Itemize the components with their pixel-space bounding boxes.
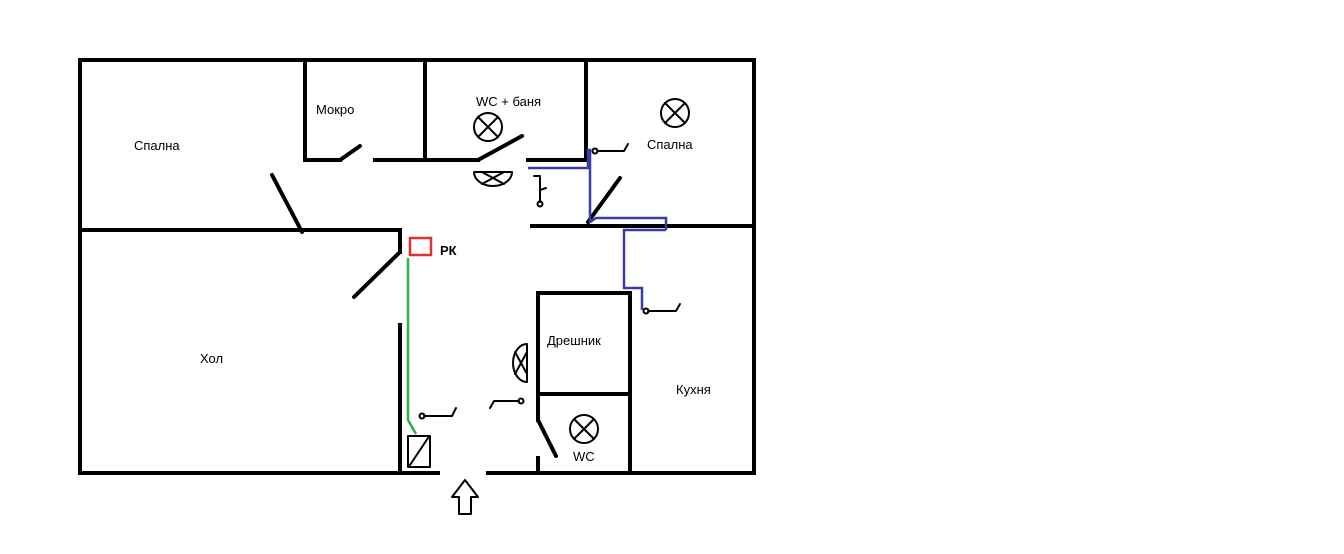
ceiling-light-icon [569,414,599,444]
green-cable-panel [406,258,418,435]
light-switch-icon [418,407,457,420]
entrance-arrow-icon [451,479,479,515]
room-label-dreshnik: Дрешник [547,333,601,348]
light-switch-icon [642,303,681,315]
door-spalna-right [586,176,622,224]
light-switch-icon [591,143,629,155]
door-mokro [338,144,362,162]
wall-lamp-icon [512,343,528,383]
light-switch-icon [489,397,525,409]
water-heater-icon [407,435,431,468]
cables [406,148,668,435]
distribution-panel: РК [408,236,457,258]
distribution-panel-icon [408,236,433,257]
room-label-hol: Хол [200,351,223,366]
ceiling-light-icon [660,98,690,128]
room-label-wc-banya: WC + баня [476,94,541,109]
room-label-mokro: Мокро [316,102,354,117]
blue-cable-kitchen [622,228,666,310]
door-hol [352,250,402,299]
walls [78,58,756,475]
door-spalna-left [270,173,304,234]
light-switch-icon [533,175,547,208]
room-label-spalna-left: Спална [134,138,180,153]
switches [418,143,681,420]
panel-label: РК [440,243,457,258]
ceiling-light-icon [473,112,503,142]
wall-lamps [473,171,528,383]
room-label-spalna-right: Спална [647,137,693,152]
door-wc-banya [476,134,524,162]
room-label-kuhnya: Кухня [676,382,711,397]
room-label-wc: WC [573,449,595,464]
room-labels: Спална Мокро WC + баня Спална Хол Дрешни… [134,94,711,464]
doors [270,134,622,458]
ceiling-lights [473,98,690,444]
door-wc [536,418,558,458]
blue-cable-bath-bedroom [528,148,668,230]
wall-lamp-icon [473,171,513,187]
